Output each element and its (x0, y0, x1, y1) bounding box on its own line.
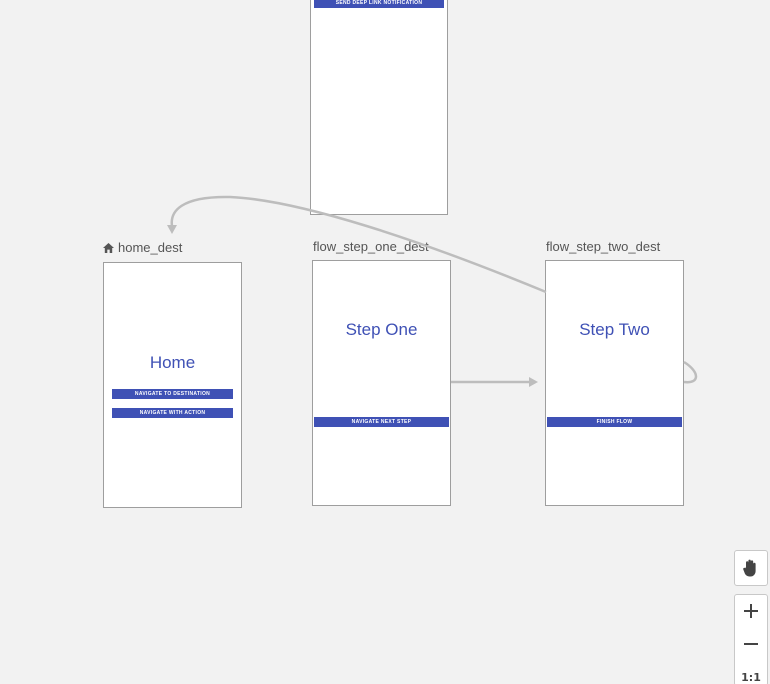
zoom-controls: 1:1 (734, 594, 768, 684)
step-two-screen-title: Step Two (579, 320, 650, 339)
step-one-dest-label: flow_step_one_dest (313, 239, 429, 254)
zoom-reset-button[interactable]: 1:1 (735, 661, 767, 684)
step-one-destination-screen[interactable]: Step One NAVIGATE NEXT STEP (312, 260, 451, 506)
navigate-to-destination-button: NAVIGATE TO DESTINATION (112, 389, 233, 399)
send-deep-link-button: SEND DEEP LINK NOTIFICATION (314, 0, 444, 8)
step-two-dest-label: flow_step_two_dest (546, 239, 661, 254)
pan-tool-button[interactable] (734, 550, 768, 586)
zoom-reset-label: 1:1 (741, 670, 761, 684)
zoom-in-button[interactable] (735, 595, 767, 627)
home-screen-title: Home (149, 353, 196, 372)
hand-pan-icon (742, 558, 760, 578)
navigate-with-action-button: NAVIGATE WITH ACTION (112, 408, 233, 418)
top-destination-screen[interactable]: SEND DEEP LINK NOTIFICATION (310, 0, 448, 215)
arrowhead-step-two (529, 377, 538, 387)
finish-flow-button: FINISH FLOW (547, 417, 682, 427)
home-dest-label-text: home_dest (118, 240, 183, 255)
navigate-next-step-button: NAVIGATE NEXT STEP (314, 417, 449, 427)
home-icon (102, 242, 115, 254)
home-destination-screen[interactable]: Home NAVIGATE TO DESTINATION NAVIGATE WI… (103, 262, 242, 508)
action-arrow-step-two-self-loop[interactable] (683, 360, 698, 384)
minus-icon (744, 637, 758, 651)
zoom-out-button[interactable] (735, 628, 767, 660)
arrowhead-home (167, 225, 177, 234)
step-two-destination-screen[interactable]: Step Two FINISH FLOW (545, 260, 684, 506)
plus-icon (744, 604, 758, 618)
home-dest-label: home_dest (102, 240, 182, 255)
step-one-screen-title: Step One (345, 320, 418, 339)
